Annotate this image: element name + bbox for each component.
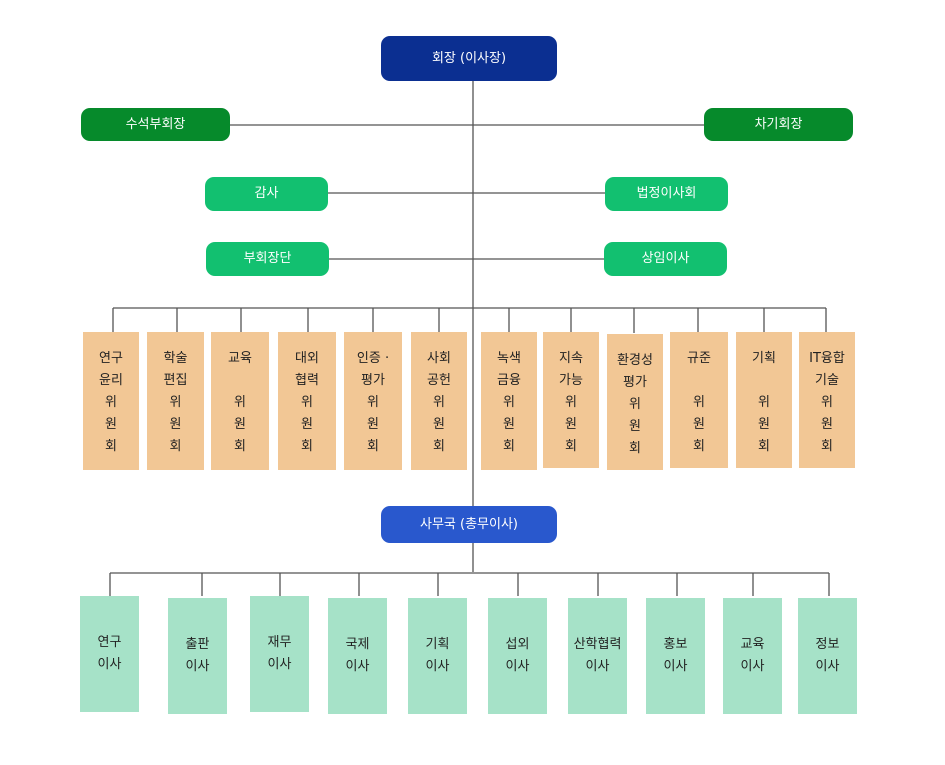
- next-chair-box: 차기회장: [704, 108, 853, 141]
- committee-box: 사회 공헌 위 원 회: [411, 332, 467, 470]
- committee-box: 인증 · 평가 위 원 회: [344, 332, 402, 470]
- committee-box: 지속 가능 위 원 회: [543, 332, 599, 468]
- director-box: 기획 이사: [408, 598, 467, 714]
- committee-box: IT융합 기술 위 원 회: [799, 332, 855, 468]
- director-box: 연구 이사: [80, 596, 139, 712]
- director-box: 교육 이사: [723, 598, 782, 714]
- director-box: 홍보 이사: [646, 598, 705, 714]
- vice-chairs-box: 부회장단: [206, 242, 329, 276]
- director-box: 재무 이사: [250, 596, 309, 712]
- director-box: 출판 이사: [168, 598, 227, 714]
- standing-directors-box: 상임이사: [604, 242, 727, 276]
- committee-box: 학술 편집 위 원 회: [147, 332, 204, 470]
- secretariat-box: 사무국 (총무이사): [381, 506, 557, 543]
- statutory-board-box: 법정이사회: [605, 177, 728, 211]
- committee-box: 대외 협력 위 원 회: [278, 332, 336, 470]
- senior-vice-chair-box: 수석부회장: [81, 108, 230, 141]
- director-box: 섭외 이사: [488, 598, 547, 714]
- director-box: 국제 이사: [328, 598, 387, 714]
- director-box: 정보 이사: [798, 598, 857, 714]
- committee-box: 규준 위 원 회: [670, 332, 728, 468]
- director-box: 산학협력 이사: [568, 598, 627, 714]
- committee-box: 환경성 평가 위 원 회: [607, 334, 663, 470]
- committee-box: 연구 윤리 위 원 회: [83, 332, 139, 470]
- committee-box: 녹색 금융 위 원 회: [481, 332, 537, 470]
- audit-box: 감사: [205, 177, 328, 211]
- committee-box: 교육 위 원 회: [211, 332, 269, 470]
- chair-box: 회장 (이사장): [381, 36, 557, 81]
- committee-box: 기획 위 원 회: [736, 332, 792, 468]
